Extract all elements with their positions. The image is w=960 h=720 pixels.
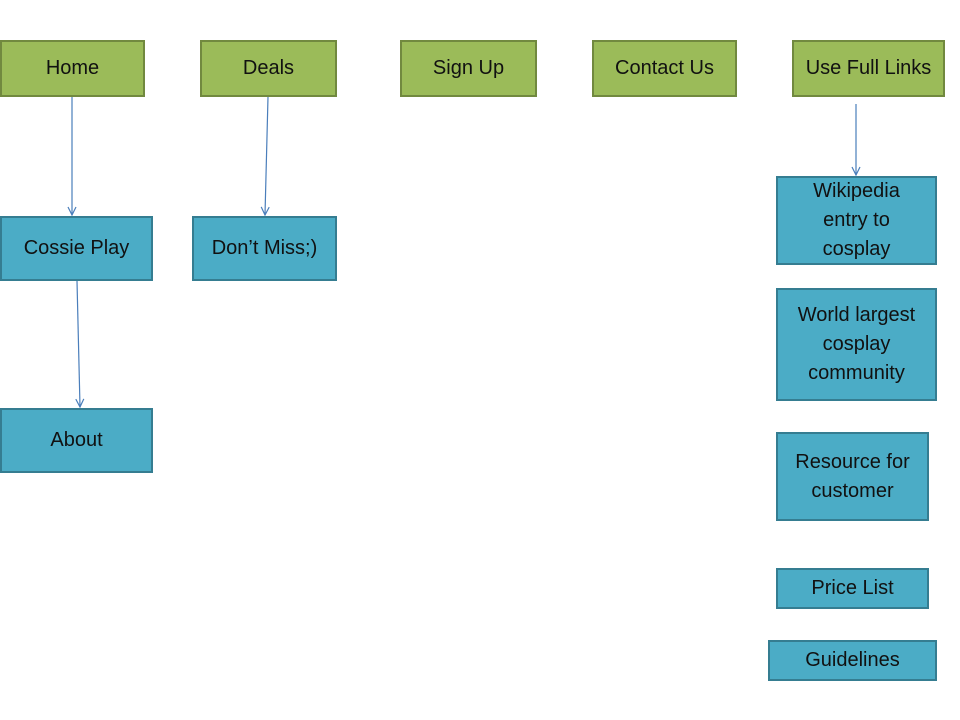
connector-deals-to-dont-miss (265, 96, 268, 215)
wikipedia-entry-node: Wikipedia entry to cosplay (776, 176, 937, 265)
contact-us-node: Contact Us (592, 40, 737, 97)
about-node: About (0, 408, 153, 473)
resource-for-customer-node: Resource for customer (776, 432, 929, 521)
use-full-links-node: Use Full Links (792, 40, 945, 97)
connector-cossie-play-to-about (77, 280, 80, 407)
sign-up-node: Sign Up (400, 40, 537, 97)
world-largest-community-node: World largest cosplay community (776, 288, 937, 401)
guidelines-node: Guidelines (768, 640, 937, 681)
cossie-play-node: Cossie Play (0, 216, 153, 281)
price-list-node: Price List (776, 568, 929, 609)
dont-miss-node: Don’t Miss;) (192, 216, 337, 281)
deals-node: Deals (200, 40, 337, 97)
home-node: Home (0, 40, 145, 97)
